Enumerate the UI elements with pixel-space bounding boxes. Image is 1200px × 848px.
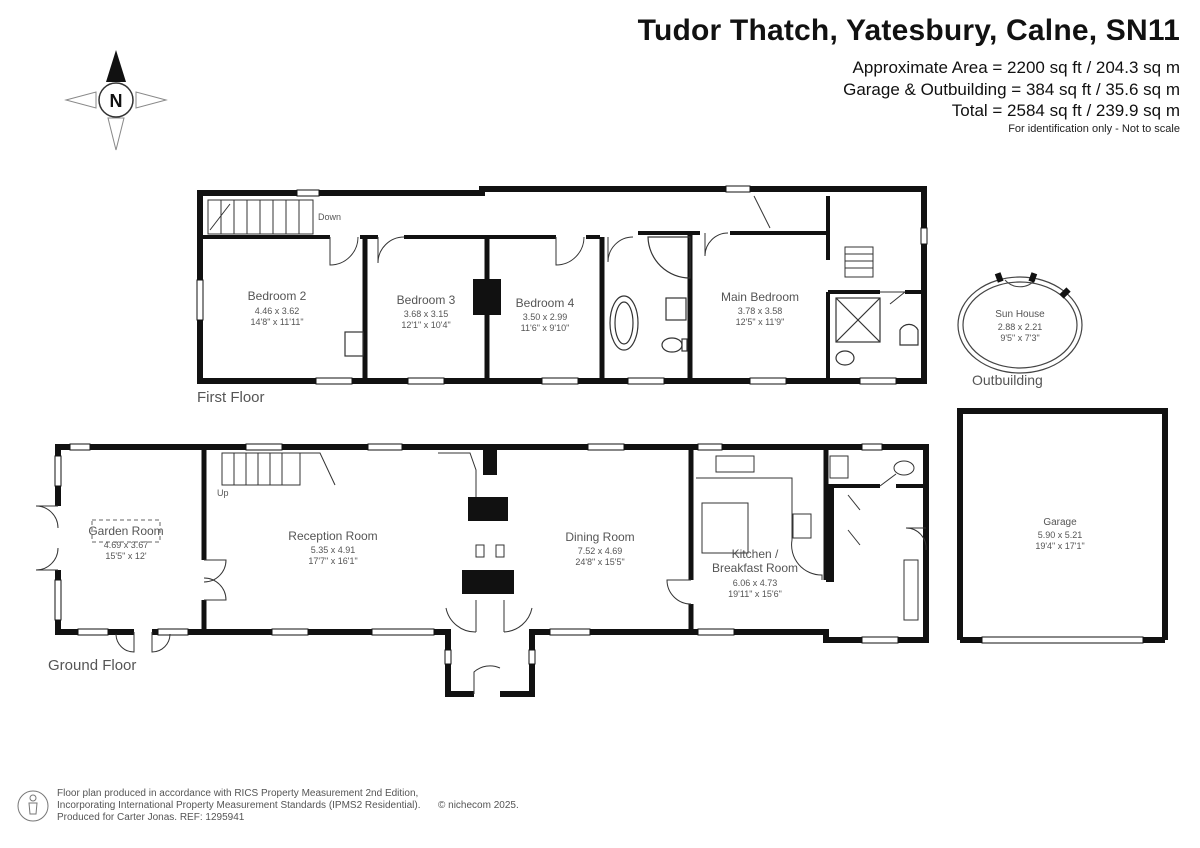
compass-rose-icon: N: [64, 50, 168, 151]
room-name-reception: Reception Room: [288, 529, 377, 543]
room-imperial-reception: 17'7" x 16'1": [308, 556, 357, 566]
footer-notes: Floor plan produced in accordance with R…: [57, 788, 421, 824]
outbuilding-label: Outbuilding: [972, 372, 1043, 388]
garage: Garage 5.90 x 5.21 19'4" x 17'1": [957, 408, 1168, 644]
room-metric-bedroom4: 3.50 x 2.99: [523, 312, 568, 322]
room-name-bedroom3: Bedroom 3: [397, 293, 456, 307]
room-metric-garage: 5.90 x 5.21: [1038, 530, 1083, 540]
ground-floor-label: Ground Floor: [48, 657, 137, 674]
room-imperial-dining: 24'8" x 15'5": [575, 557, 624, 567]
room-imperial-main-bedroom: 12'5" x 11'9": [736, 317, 785, 327]
room-name-dining: Dining Room: [565, 530, 634, 544]
bathroom-fixtures: [344, 236, 919, 366]
room-name-main-bedroom: Main Bedroom: [721, 290, 799, 304]
room-metric-sun-house: 2.88 x 2.21: [998, 322, 1043, 332]
garage-outbuilding-area: Garage & Outbuilding = 384 sq ft / 35.6 …: [843, 80, 1180, 99]
room-name-kitchen-line1: Kitchen /: [732, 547, 779, 561]
room-metric-garden-room: 4.69 x 3.67: [104, 540, 149, 550]
person-icon: [17, 790, 49, 822]
room-name-garden-room: Garden Room: [88, 524, 163, 538]
ground-floor-walls: [55, 444, 929, 697]
room-name-bedroom4: Bedroom 4: [516, 296, 575, 310]
room-name-sun-house: Sun House: [995, 309, 1045, 320]
compass-north-label: N: [110, 91, 123, 111]
copyright: © nichecom 2025.: [438, 800, 519, 811]
disclaimer: For identification only - Not to scale: [1008, 123, 1180, 135]
room-imperial-sun-house: 9'5" x 7'3": [1000, 333, 1039, 343]
room-name-bedroom2: Bedroom 2: [248, 289, 307, 303]
room-name-kitchen-line2: Breakfast Room: [712, 561, 798, 575]
footer-line1: Floor plan produced in accordance with R…: [57, 788, 419, 799]
room-imperial-garage: 19'4" x 17'1": [1035, 541, 1084, 551]
room-metric-bedroom3: 3.68 x 3.15: [404, 309, 449, 319]
room-metric-reception: 5.35 x 4.91: [311, 545, 356, 555]
stairs-up-label: Up: [217, 488, 229, 498]
first-floor-walls: [197, 186, 927, 384]
room-imperial-bedroom3: 12'1" x 10'4": [401, 320, 450, 330]
sun-house: Sun House 2.88 x 2.21 9'5" x 7'3": [957, 272, 1083, 374]
first-floor-label: First Floor: [197, 389, 265, 406]
footer-line3: Produced for Carter Jonas. REF: 1295941: [57, 812, 245, 823]
total-area: Total = 2584 sq ft / 239.9 sq m: [951, 101, 1180, 120]
room-metric-bedroom2: 4.46 x 3.62: [255, 306, 300, 316]
footer-line2: Incorporating International Property Mea…: [57, 800, 421, 811]
stairs-down-label: Down: [318, 212, 341, 222]
room-imperial-bedroom4: 11'6" x 9'10": [521, 323, 570, 333]
room-name-garage: Garage: [1043, 517, 1077, 528]
room-metric-kitchen: 6.06 x 4.73: [733, 578, 778, 588]
room-metric-dining: 7.52 x 4.69: [578, 546, 623, 556]
plan-title: Tudor Thatch, Yatesbury, Calne, SN11: [637, 14, 1180, 47]
room-imperial-garden-room: 15'5" x 12': [105, 551, 146, 561]
room-imperial-kitchen: 19'11" x 15'6": [728, 589, 782, 599]
room-imperial-bedroom2: 14'8" x 11'11": [250, 317, 303, 327]
room-metric-main-bedroom: 3.78 x 3.58: [738, 306, 783, 316]
approximate-area: Approximate Area = 2200 sq ft / 204.3 sq…: [852, 58, 1180, 77]
